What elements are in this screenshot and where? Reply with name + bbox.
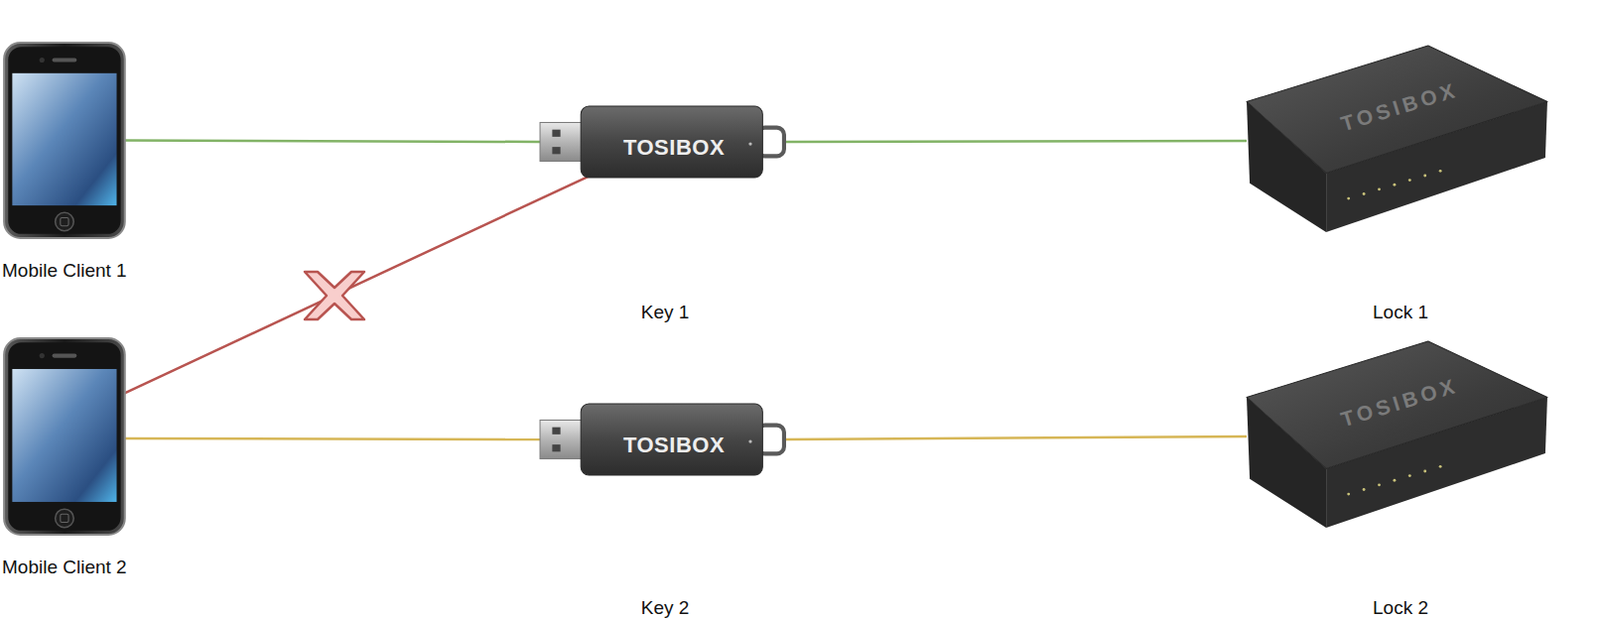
lock-router-illustration bbox=[1246, 341, 1549, 529]
device-label: Key 2 bbox=[641, 597, 690, 619]
brand-logo: TOSIBOX bbox=[623, 136, 725, 159]
device-label: Mobile Client 1 bbox=[1, 260, 128, 282]
connection-line bbox=[121, 140, 541, 143]
smartphone-illustration bbox=[0, 336, 134, 537]
blocked-cross bbox=[304, 271, 365, 320]
device-label: Lock 2 bbox=[1372, 597, 1429, 619]
lock-device: TOSIBOXLock 2 bbox=[1246, 341, 1549, 529]
lock-router-illustration bbox=[1246, 45, 1549, 233]
usb-key: TOSIBOXKey 1 bbox=[537, 105, 787, 179]
connection-line bbox=[118, 175, 591, 398]
connection-line bbox=[786, 140, 1247, 142]
device-label: Mobile Client 2 bbox=[1, 556, 128, 579]
connection-line bbox=[121, 437, 541, 441]
connection-line bbox=[786, 436, 1247, 440]
lock-device: TOSIBOXLock 1 bbox=[1246, 45, 1549, 233]
device-label: Key 1 bbox=[641, 301, 690, 324]
mobile-client: Mobile Client 1 bbox=[0, 40, 134, 241]
usb-key: TOSIBOXKey 2 bbox=[537, 402, 787, 477]
device-label: Lock 1 bbox=[1372, 301, 1429, 324]
smartphone-illustration bbox=[0, 40, 134, 241]
mobile-client: Mobile Client 2 bbox=[0, 336, 134, 537]
brand-logo: TOSIBOX bbox=[623, 434, 725, 457]
